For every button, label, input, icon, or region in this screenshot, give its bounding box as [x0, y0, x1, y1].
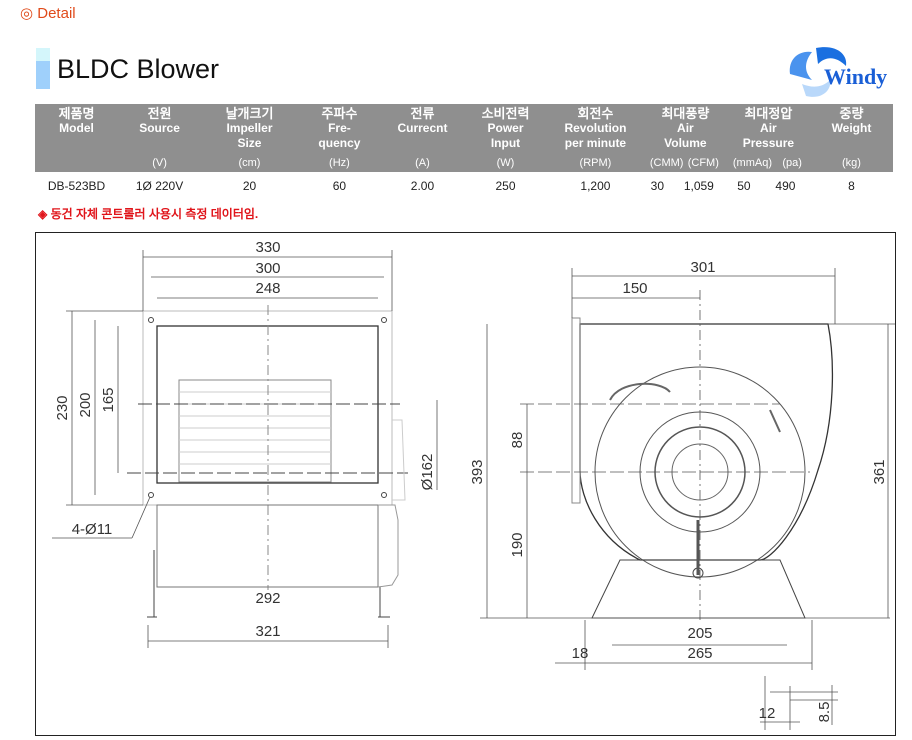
svg-text:292: 292	[255, 590, 280, 607]
svg-text:165: 165	[100, 387, 117, 412]
title-accent	[36, 61, 50, 89]
front-view: 330 300 248 230 200 165 Ø162 4-Ø11 292 3…	[52, 239, 438, 648]
table-cell: DB-523BD	[47, 179, 106, 193]
svg-text:265: 265	[687, 645, 712, 662]
table-cell: 1Ø 220V	[135, 179, 184, 193]
svg-text:230: 230	[54, 395, 71, 420]
header-ko: 날개크기	[225, 106, 274, 121]
table-cell: 250	[495, 179, 516, 193]
table-cell: 1,059	[683, 179, 714, 193]
header-ko: 최대정압	[744, 106, 793, 121]
header-unit: (kg)	[841, 157, 861, 169]
svg-text:Ø162: Ø162	[419, 454, 436, 491]
title-accent	[36, 48, 50, 61]
svg-text:12: 12	[759, 705, 776, 722]
svg-text:8.5: 8.5	[816, 702, 833, 723]
svg-text:393: 393	[469, 459, 486, 484]
column-header: 전류 Currecnt (A)	[380, 104, 464, 172]
svg-text:330: 330	[255, 239, 280, 256]
header-ko: 전원	[147, 106, 172, 121]
header-unit: (Hz)	[329, 157, 350, 169]
detail-heading: ◎ Detail	[20, 5, 76, 22]
table-cell: 8	[848, 179, 855, 193]
header-unit: (V)	[152, 157, 167, 169]
svg-text:321: 321	[255, 623, 280, 640]
table-cell: 50	[737, 179, 751, 193]
table-cell: 490	[775, 179, 796, 193]
header-ko: 제품명	[58, 106, 95, 121]
spec-table: 제품명 Model 전원 Source (V) 날개크기 Impeller Size (…	[35, 104, 893, 200]
column-header: 제품명 Model	[35, 104, 119, 172]
column-header: 주파수 Fre- quency (Hz)	[297, 104, 381, 172]
table-cell: 20	[242, 179, 257, 193]
header-en: Model	[59, 121, 94, 135]
measurement-note: ◈ 동건 자체 콘트롤러 사용시 측정 데이터임.	[38, 207, 259, 221]
header-en: Air Pressure	[742, 121, 795, 150]
column-header: 전원 Source (V)	[118, 104, 202, 172]
svg-text:361: 361	[871, 459, 888, 484]
header-en: Power Input	[487, 121, 524, 150]
page-title: BLDC Blower	[57, 54, 220, 84]
header-en: Fre- quency	[318, 121, 361, 150]
table-cell: 60	[332, 179, 347, 193]
header-unit: (CFM)	[687, 157, 719, 169]
column-header: 회전수 Revolution per minute (RPM)	[547, 104, 644, 172]
svg-text:300: 300	[255, 260, 280, 277]
side-view: 301 150 393 88 190 361 205 265 18 12 8.5	[469, 259, 895, 730]
table-cell: 1,200	[580, 179, 611, 193]
column-header: 날개크기 Impeller Size (cm)	[201, 104, 298, 172]
svg-text:205: 205	[687, 625, 712, 642]
header-en: Revolution per minute	[564, 121, 627, 150]
column-header: 최대정압 Air Pressure (mmAq) (pa)	[726, 104, 810, 172]
table-row: DB-523BD 1Ø 220V 20 60 2.00 250 1,200 30 1,059 50…	[35, 172, 893, 200]
svg-text:190: 190	[509, 532, 526, 557]
header-en: Impeller Size	[226, 121, 273, 150]
header-ko: 최대풍량	[661, 106, 710, 121]
header-unit: (CMM)	[649, 157, 684, 169]
header-ko: 소비전력	[481, 106, 530, 121]
column-header: 소비전력 Power Input (W)	[463, 104, 548, 172]
header-en: Source	[139, 121, 180, 135]
table-cell: 2.00	[410, 179, 435, 193]
column-header: 중량 Weight (kg)	[809, 104, 893, 172]
svg-text:248: 248	[255, 280, 280, 297]
header-en: Air Volume	[664, 121, 707, 150]
drawing-frame	[35, 232, 896, 736]
windy-logo: Windy	[789, 47, 887, 97]
header-ko: 회전수	[577, 106, 614, 121]
svg-text:4-Ø11: 4-Ø11	[72, 521, 113, 538]
svg-text:Windy: Windy	[824, 64, 887, 89]
svg-text:200: 200	[77, 392, 94, 417]
header-ko: 전류	[410, 106, 435, 121]
header-ko: 중량	[839, 106, 864, 121]
header-unit: (W)	[496, 157, 515, 169]
header-unit: (A)	[415, 157, 430, 169]
header-en: Currecnt	[397, 121, 448, 135]
column-header: 최대풍량 Air Volume (CMM)(CFM)	[643, 104, 727, 172]
svg-text:150: 150	[622, 280, 647, 297]
svg-text:18: 18	[572, 645, 589, 662]
header-unit: (mmAq)	[732, 157, 772, 169]
header-unit: (pa)	[782, 157, 802, 169]
header-en: Weight	[831, 121, 872, 135]
header-unit: (RPM)	[579, 157, 612, 169]
svg-text:88: 88	[509, 432, 526, 449]
header-ko: 주파수	[321, 106, 358, 121]
svg-text:301: 301	[690, 259, 715, 276]
header-unit: (cm)	[238, 157, 261, 169]
table-cell: 30	[650, 179, 664, 193]
